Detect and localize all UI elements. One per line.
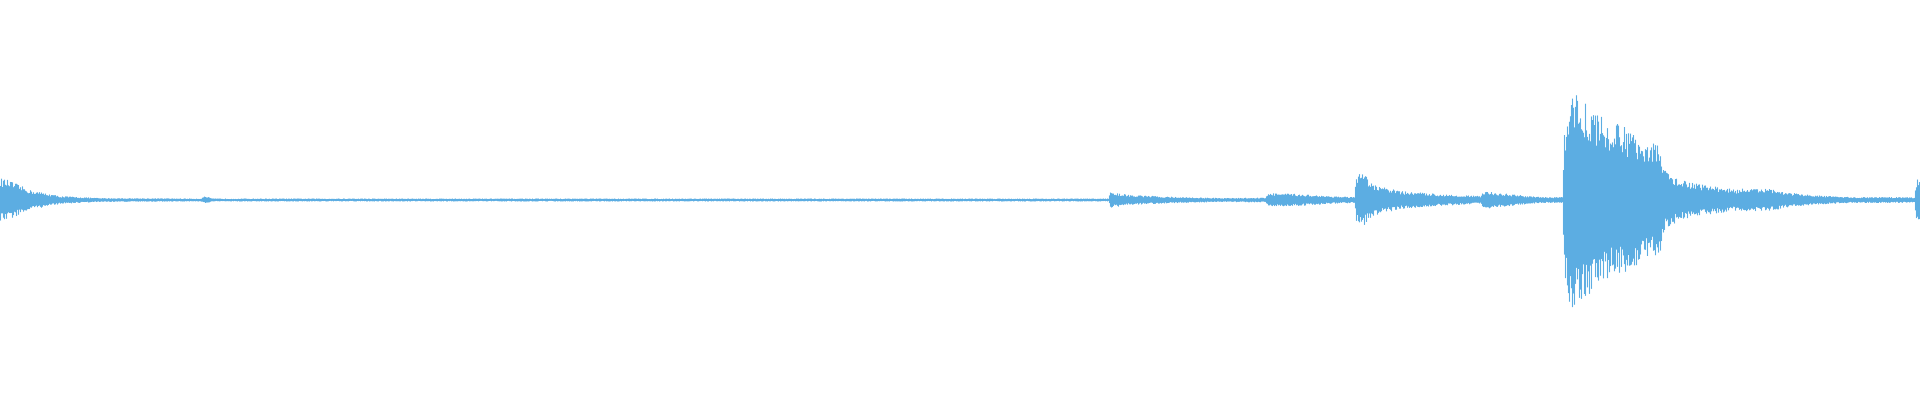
audio-waveform (0, 95, 1920, 308)
waveform-view (0, 95, 1920, 308)
